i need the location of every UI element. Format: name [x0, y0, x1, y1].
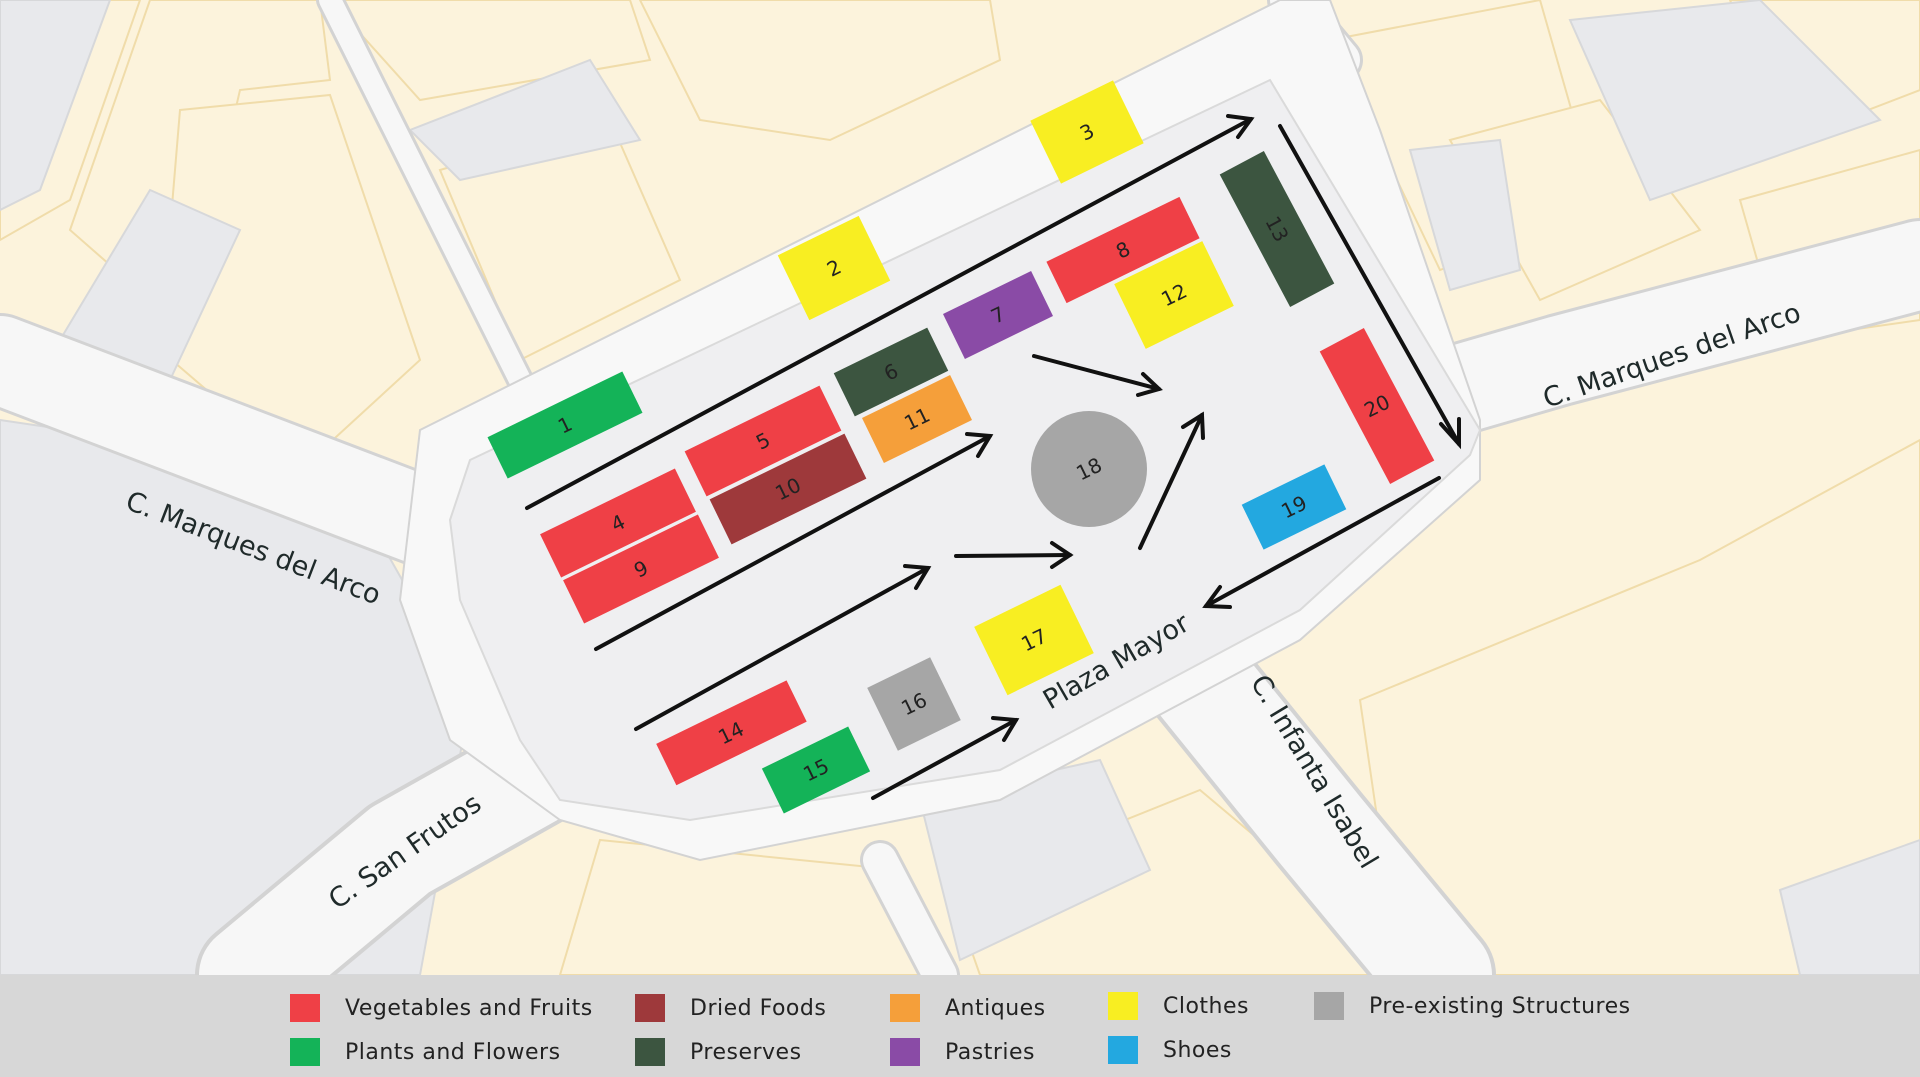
route-arrow — [1138, 413, 1204, 550]
legend-swatch — [290, 994, 320, 1022]
legend-swatch — [290, 1038, 320, 1066]
stall: 15 — [761, 726, 871, 814]
stall: 7 — [942, 271, 1054, 359]
legend-swatch — [1108, 992, 1138, 1020]
route-arrows — [525, 114, 1461, 800]
route-arrow — [1032, 354, 1161, 391]
route-arrow — [594, 434, 992, 651]
stall: 20 — [1319, 328, 1435, 484]
legend-swatch — [1314, 992, 1344, 1020]
stall: 8 — [1046, 196, 1200, 304]
route-arrow-head — [903, 564, 932, 590]
route-arrow-head — [991, 716, 1020, 742]
route-arrow-head — [1050, 541, 1074, 569]
legend-swatch — [890, 994, 920, 1022]
stall: 1 — [487, 371, 643, 479]
legend-label: Preserves — [690, 1040, 802, 1065]
stall: 2 — [777, 215, 891, 321]
stall: 11 — [861, 375, 973, 463]
route-arrow-head — [1202, 585, 1232, 609]
legend-label: Pre-existing Structures — [1369, 994, 1631, 1019]
route-arrow — [1278, 124, 1461, 446]
legend-swatch — [635, 1038, 665, 1066]
route-arrow — [525, 117, 1253, 510]
legend-swatch — [1108, 1036, 1138, 1064]
legend-swatch — [890, 1038, 920, 1066]
route-arrow-head — [1226, 114, 1255, 139]
stall: 14 — [656, 680, 807, 786]
legend-label: Pastries — [945, 1040, 1036, 1065]
market-map: C. Marques del Arco C. Marques del Arco … — [0, 0, 1920, 975]
route-arrow — [634, 566, 930, 731]
stall: 9 — [563, 514, 719, 624]
route-arrow-head — [1439, 417, 1461, 450]
stall: 16 — [867, 657, 961, 751]
route-arrow-head — [965, 432, 994, 458]
stall: 4 — [540, 468, 696, 578]
stall: 13 — [1219, 151, 1335, 307]
legend-swatch — [635, 994, 665, 1022]
stall: 18 — [1031, 411, 1147, 527]
route-arrow-head — [1181, 411, 1205, 440]
legend-label: Clothes — [1163, 994, 1249, 1019]
route-arrow-head — [1136, 372, 1163, 397]
legend-label: Antiques — [945, 996, 1046, 1021]
stall: 19 — [1241, 464, 1347, 550]
stall: 12 — [1114, 241, 1234, 349]
legend-label: Vegetables and Fruits — [345, 996, 593, 1021]
stall: 5 — [684, 385, 842, 497]
legend-label: Shoes — [1163, 1038, 1232, 1063]
legend: Vegetables and Fruits Dried Foods Antiqu… — [0, 975, 1920, 1077]
legend-label: Dried Foods — [690, 996, 827, 1021]
stall: 17 — [974, 584, 1094, 696]
stall: 6 — [833, 327, 949, 417]
route-arrow — [1204, 476, 1441, 608]
route-arrow — [954, 553, 1072, 558]
market-stalls: 1 2 3 4 5 6 7 8 9 10 11 12 13 14 15 16 1… — [487, 80, 1435, 814]
route-arrow — [871, 718, 1018, 800]
stall: 3 — [1030, 80, 1144, 184]
legend-label: Plants and Flowers — [345, 1040, 561, 1065]
stall: 10 — [709, 433, 867, 545]
